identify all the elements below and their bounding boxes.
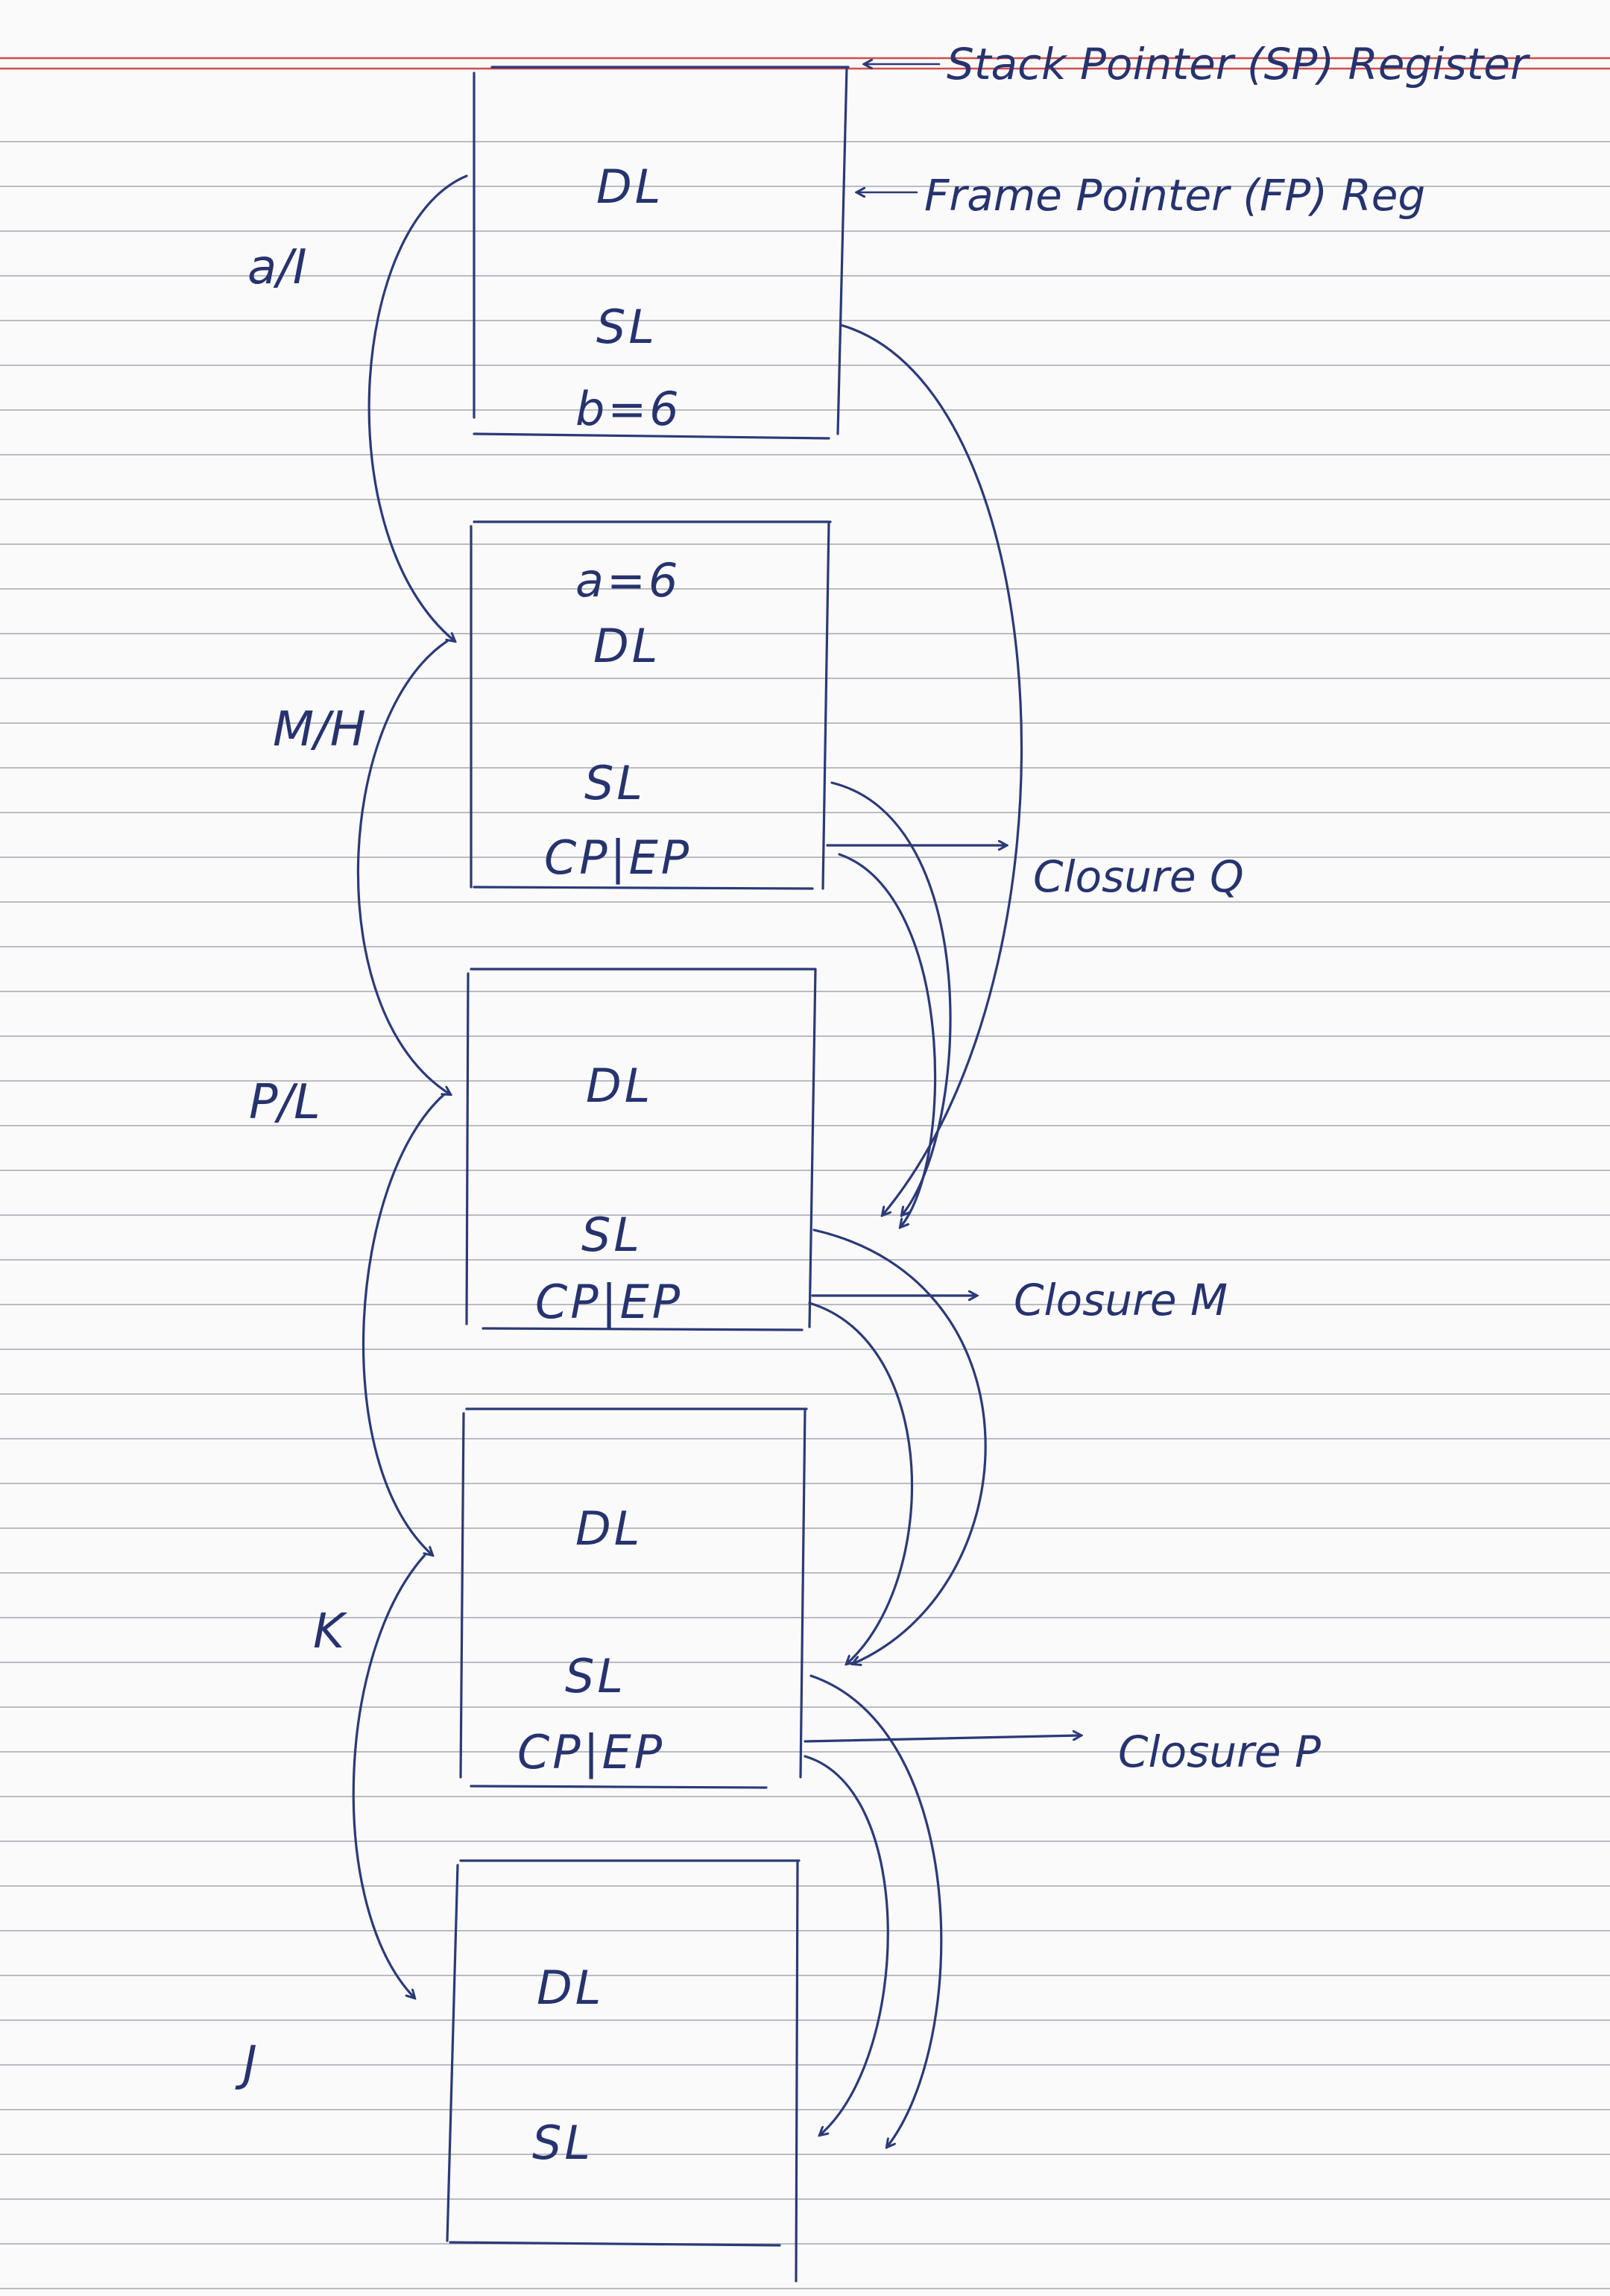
dynamic-link-arrow [356,640,450,1094]
static-link-arrow [839,324,1023,1215]
dl-slot: DL [586,1059,653,1113]
static-link-arrow [804,1755,889,2135]
fp-register-label: Frame Pointer (FP) Reg [924,170,1425,221]
frame-k: K DL SL CP|EP [313,1407,808,1789]
dynamic-link-arrow [362,1093,446,1555]
frame-pointer-annotation: Frame Pointer (FP) Reg [857,170,1425,221]
frame-box [465,968,817,1331]
frame-label: a/I [247,240,307,295]
dl-slot: DL [537,1961,604,2015]
dl-slot: DL [596,160,663,214]
static-link-arrow [830,781,952,1215]
sl-slot: SL [581,1208,643,1262]
dynamic-link-arrow [367,174,468,641]
frame-box [470,520,832,890]
static-link-chain [804,324,1023,2147]
closure-m: Closure M [811,1275,1228,1325]
closure-label: Closure Q [1033,851,1244,902]
static-link-arrow [812,1229,987,1664]
closure-label: Closure P [1118,1726,1321,1777]
local-variable-slot: a=6 [575,553,681,608]
static-link-arrow [809,1674,943,2147]
dynamic-link-chain [352,174,468,1998]
closure-p: Closure P [804,1726,1321,1777]
sl-slot: SL [565,1649,626,1703]
sl-slot: SL [596,300,657,354]
dynamic-link-arrow [352,1554,426,1998]
frame-box [446,1859,801,2283]
static-link-arrow [808,1302,914,1664]
frame-m-h: M/H a=6 DL SL CP|EP [273,520,832,890]
closure-pointer-arrow [804,1735,1081,1743]
dl-slot: DL [575,1501,643,1556]
local-variable-slot: b=6 [575,382,682,436]
cp-ep-slot: CP|EP [535,1275,683,1330]
notebook-ruled-lines [0,141,1610,2289]
frame-label: P/L [249,1075,321,1130]
sl-slot: SL [532,2116,593,2170]
stack-pointer-annotation: Stack Pointer (SP) Register [865,39,1530,89]
frame-p-l: P/L DL SL CP|EP [249,968,817,1331]
dl-slot: DL [593,619,660,673]
static-link-arrow [838,853,937,1227]
frame-a-i: a/I DL SL b=6 [247,66,850,440]
frame-label: M/H [273,702,366,757]
sl-slot: SL [584,756,645,810]
sp-register-label: Stack Pointer (SP) Register [947,39,1530,89]
frame-box [459,1407,808,1789]
frame-j: J DL SL [235,1859,801,2283]
frame-box [473,66,850,440]
cp-ep-slot: CP|EP [517,1725,665,1780]
cp-ep-slot: CP|EP [544,830,692,886]
frame-label: K [313,1604,348,1659]
closure-q: Closure Q [826,845,1244,902]
closure-label: Closure M [1014,1275,1228,1325]
